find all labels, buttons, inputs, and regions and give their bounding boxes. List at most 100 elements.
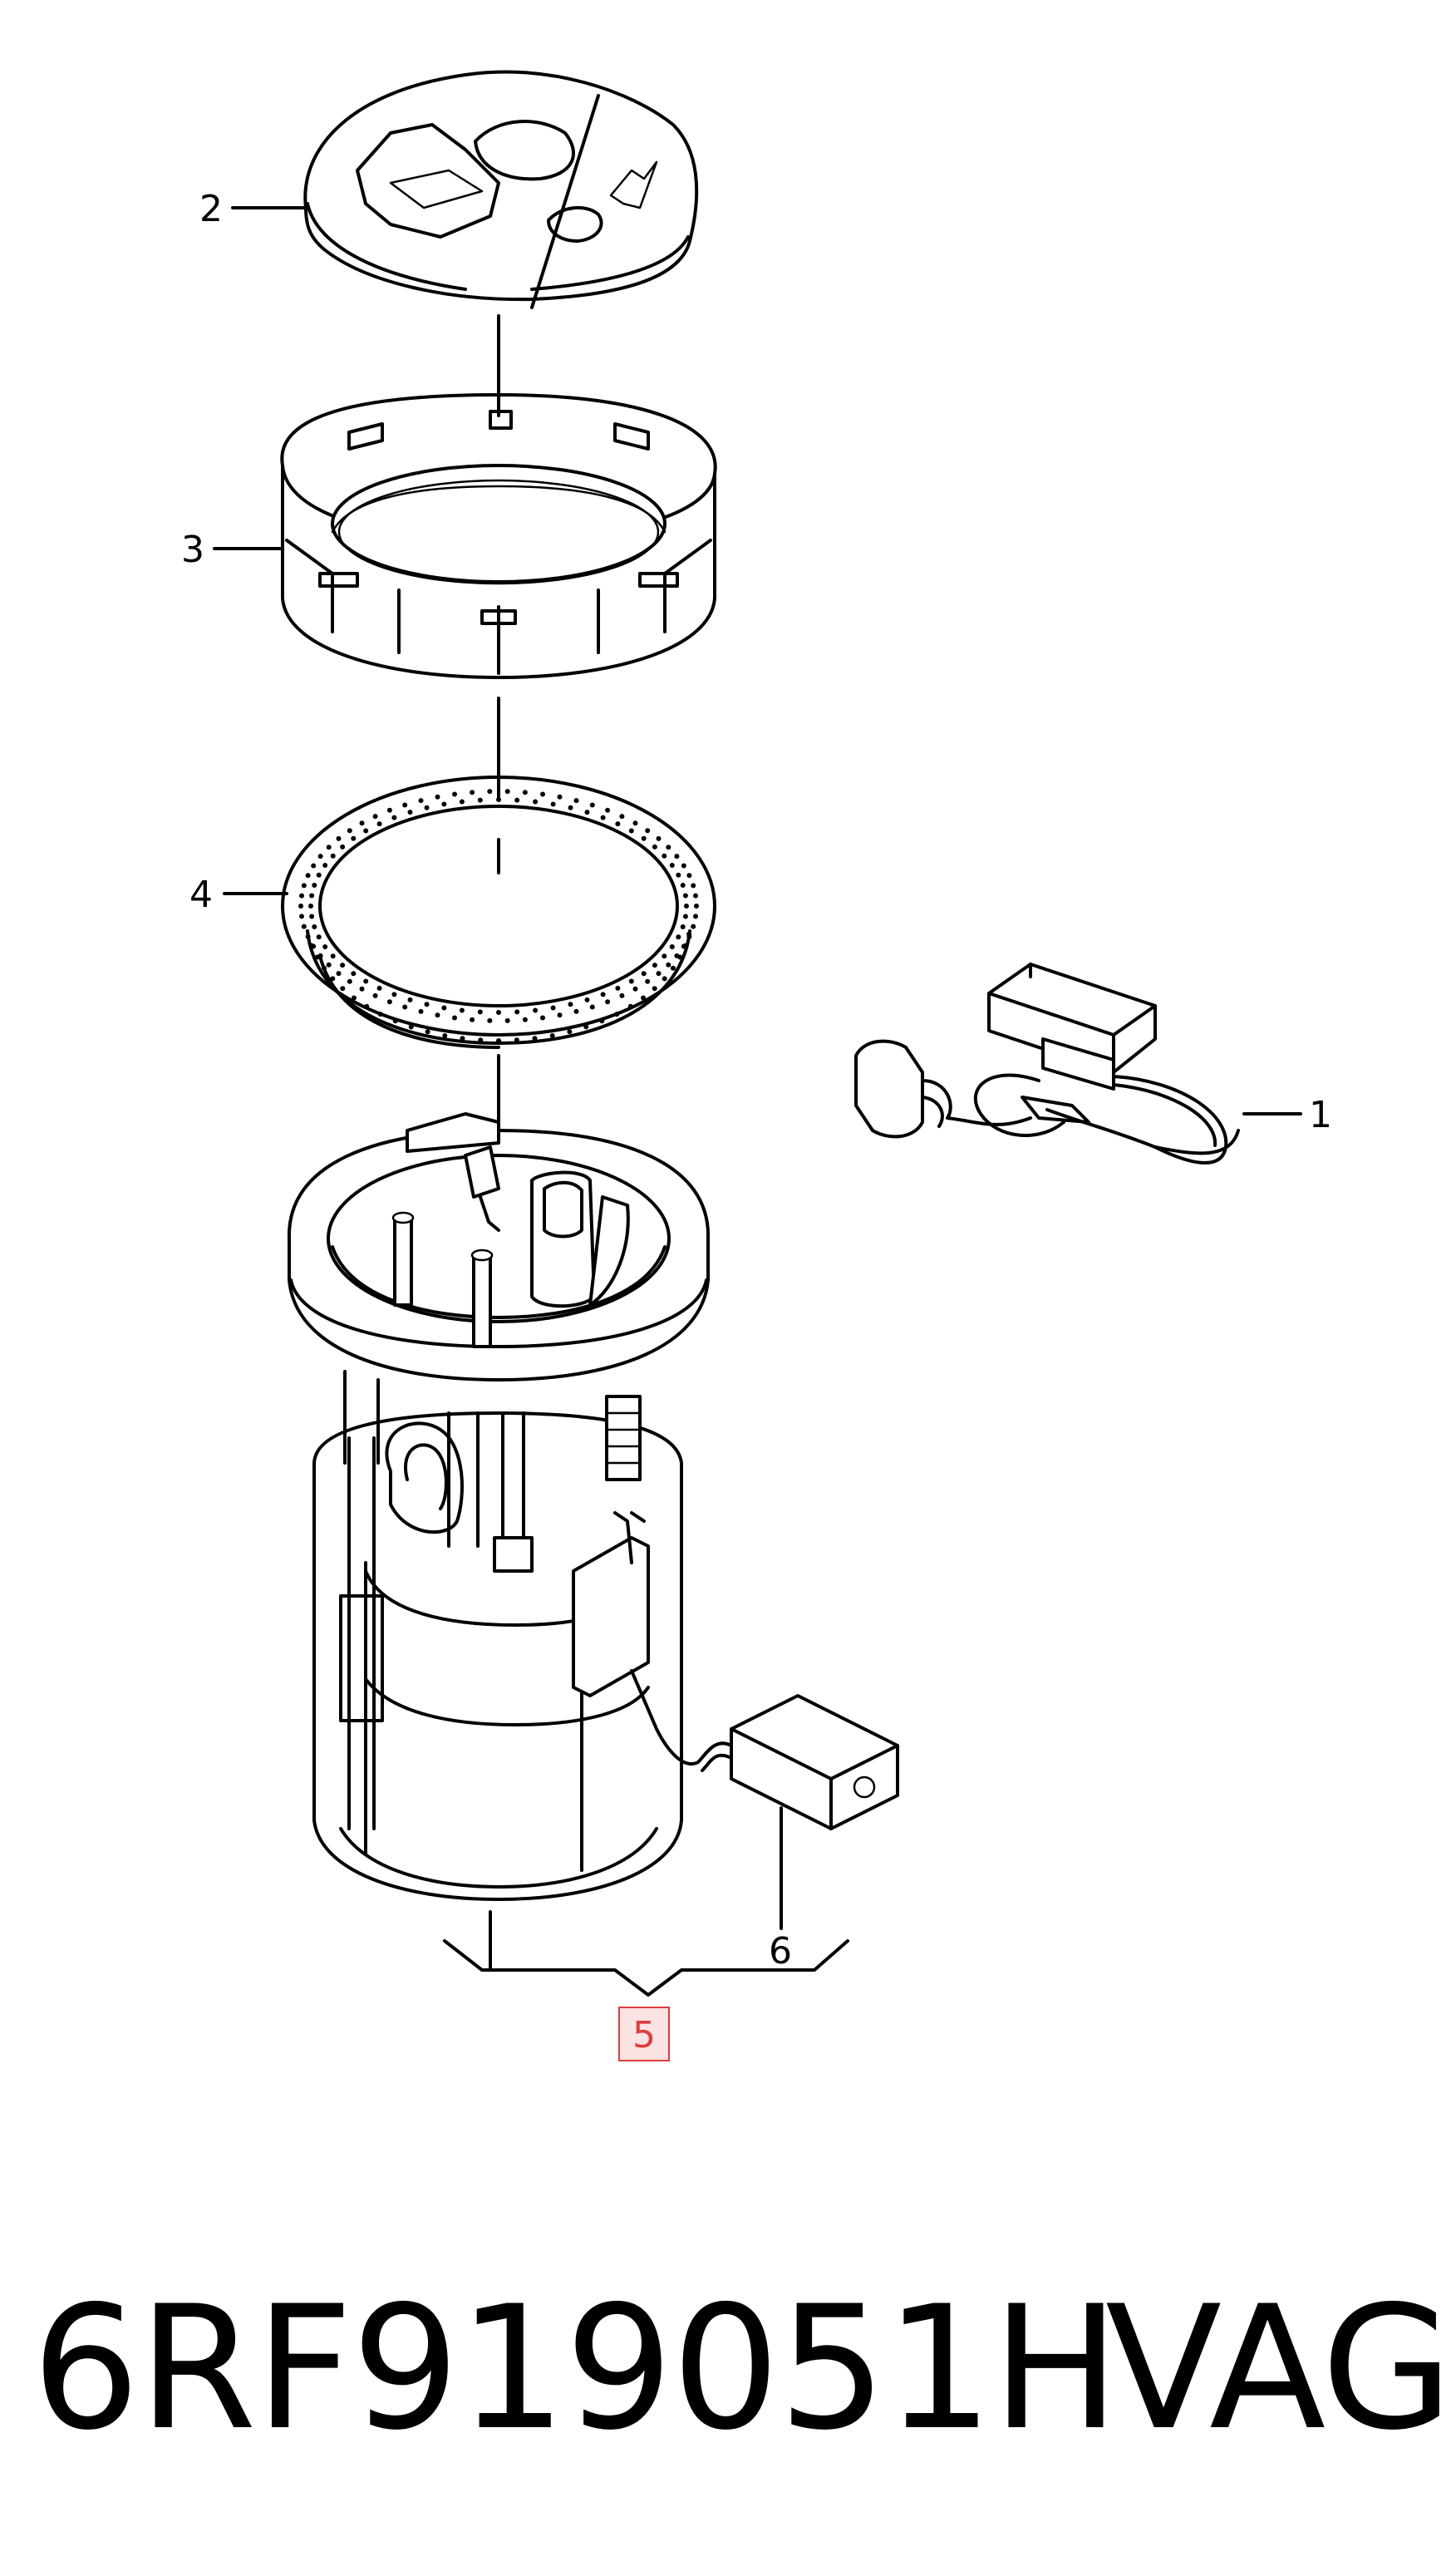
seal-dot (652, 844, 657, 850)
seal-dot (407, 810, 413, 815)
seal-dot (452, 791, 457, 797)
seal-dot (391, 992, 397, 997)
seal-dot (424, 805, 430, 810)
seal-dot (424, 1002, 430, 1007)
callout-5[interactable]: 5 (632, 2014, 656, 2056)
seal-dot (316, 872, 322, 878)
seal-dot (377, 1012, 383, 1017)
part-fuel-pump-module (287, 1112, 711, 1901)
seal-dot (632, 986, 638, 992)
seal-dot (376, 985, 382, 991)
seal-dot (567, 1029, 573, 1035)
seal-dot (386, 807, 392, 813)
seal-dot (351, 835, 357, 841)
seal-dot (386, 999, 392, 1005)
seal-dot (326, 962, 332, 968)
seal-dot (402, 802, 408, 808)
seal-dot (682, 893, 688, 899)
seal-dot (686, 873, 692, 879)
seal-dot (666, 962, 671, 968)
seal-dot (568, 805, 573, 810)
seal-dot (670, 965, 676, 971)
seal-dot (652, 963, 657, 968)
seal-dot (418, 1008, 424, 1014)
seal-dot (425, 1029, 430, 1035)
seal-dot (340, 963, 346, 968)
seal-dot (418, 798, 424, 804)
seal-dot (656, 835, 662, 841)
seal-dot (614, 1012, 620, 1017)
seal-dot (330, 853, 336, 859)
seal-dot (312, 883, 317, 888)
seal-dot (641, 995, 646, 1001)
seal-dot (584, 810, 590, 815)
seal-dot (352, 995, 357, 1001)
seal-dot (459, 799, 465, 805)
callout-3[interactable]: 3 (181, 529, 204, 571)
seal-dot (330, 976, 336, 982)
seal-dot (662, 976, 667, 982)
seal-dot (441, 801, 447, 807)
seal-dot (347, 828, 352, 834)
seal-dot (408, 1024, 414, 1030)
seal-dot (340, 986, 346, 992)
seal-dot (522, 790, 528, 795)
seal-dot (359, 986, 365, 992)
seal-dot (435, 1012, 440, 1018)
seal-dot (452, 1015, 457, 1021)
seal-dot (299, 893, 304, 899)
seal-dot (628, 978, 634, 984)
seal-dot (301, 923, 307, 929)
seal-dot (605, 999, 611, 1005)
seal-dot (317, 854, 323, 859)
seal-dot (305, 933, 311, 939)
seal-dot (316, 934, 322, 940)
callout-6[interactable]: 6 (769, 1930, 792, 1972)
seal-dot (652, 986, 657, 992)
seal-dot (372, 814, 378, 820)
callout-4[interactable]: 4 (189, 874, 213, 916)
seal-dot (600, 815, 606, 820)
part-seal-ring (281, 776, 716, 1049)
seal-dot (392, 1018, 398, 1024)
seal-dot (599, 1018, 605, 1024)
seal-dot (336, 971, 342, 977)
seal-dot (347, 978, 352, 984)
seal-dot (391, 815, 397, 820)
seal-dot (470, 790, 475, 795)
callout-5-highlight (618, 2007, 670, 2061)
seal-dot (402, 1004, 408, 1010)
seal-dot (684, 904, 689, 909)
seal-dot (641, 971, 647, 977)
seal-dot (533, 799, 539, 805)
seal-dot (496, 1010, 501, 1015)
seal-dot (589, 1004, 595, 1010)
seal-dot (322, 863, 328, 868)
seal-dot (557, 1012, 563, 1018)
seal-dot (557, 794, 563, 800)
part-number-row: 6RF919051H VAG (0, 2244, 1456, 2494)
seal-dot (674, 854, 680, 859)
seal-dot (522, 1017, 528, 1022)
seal-dot (351, 971, 357, 977)
seal-dot (550, 801, 556, 807)
seal-dot (641, 835, 647, 841)
seal-dot (669, 863, 675, 868)
seal-dot (615, 985, 621, 991)
callout-2[interactable]: 2 (199, 188, 223, 230)
seal-dot (540, 1015, 545, 1021)
leader-lines (213, 206, 1302, 1997)
seal-dot (309, 893, 315, 899)
seal-dot (550, 1005, 556, 1011)
seal-dot (309, 943, 315, 948)
seal-dot (627, 1003, 633, 1009)
seal-dot (619, 992, 625, 998)
seal-dot (682, 914, 688, 919)
callout-1[interactable]: 1 (1309, 1094, 1332, 1136)
seal-dot (533, 1007, 539, 1013)
seal-dot (693, 893, 698, 899)
seal-dot (682, 943, 688, 948)
seal-dot (478, 1037, 484, 1043)
seal-dot (364, 1003, 370, 1009)
